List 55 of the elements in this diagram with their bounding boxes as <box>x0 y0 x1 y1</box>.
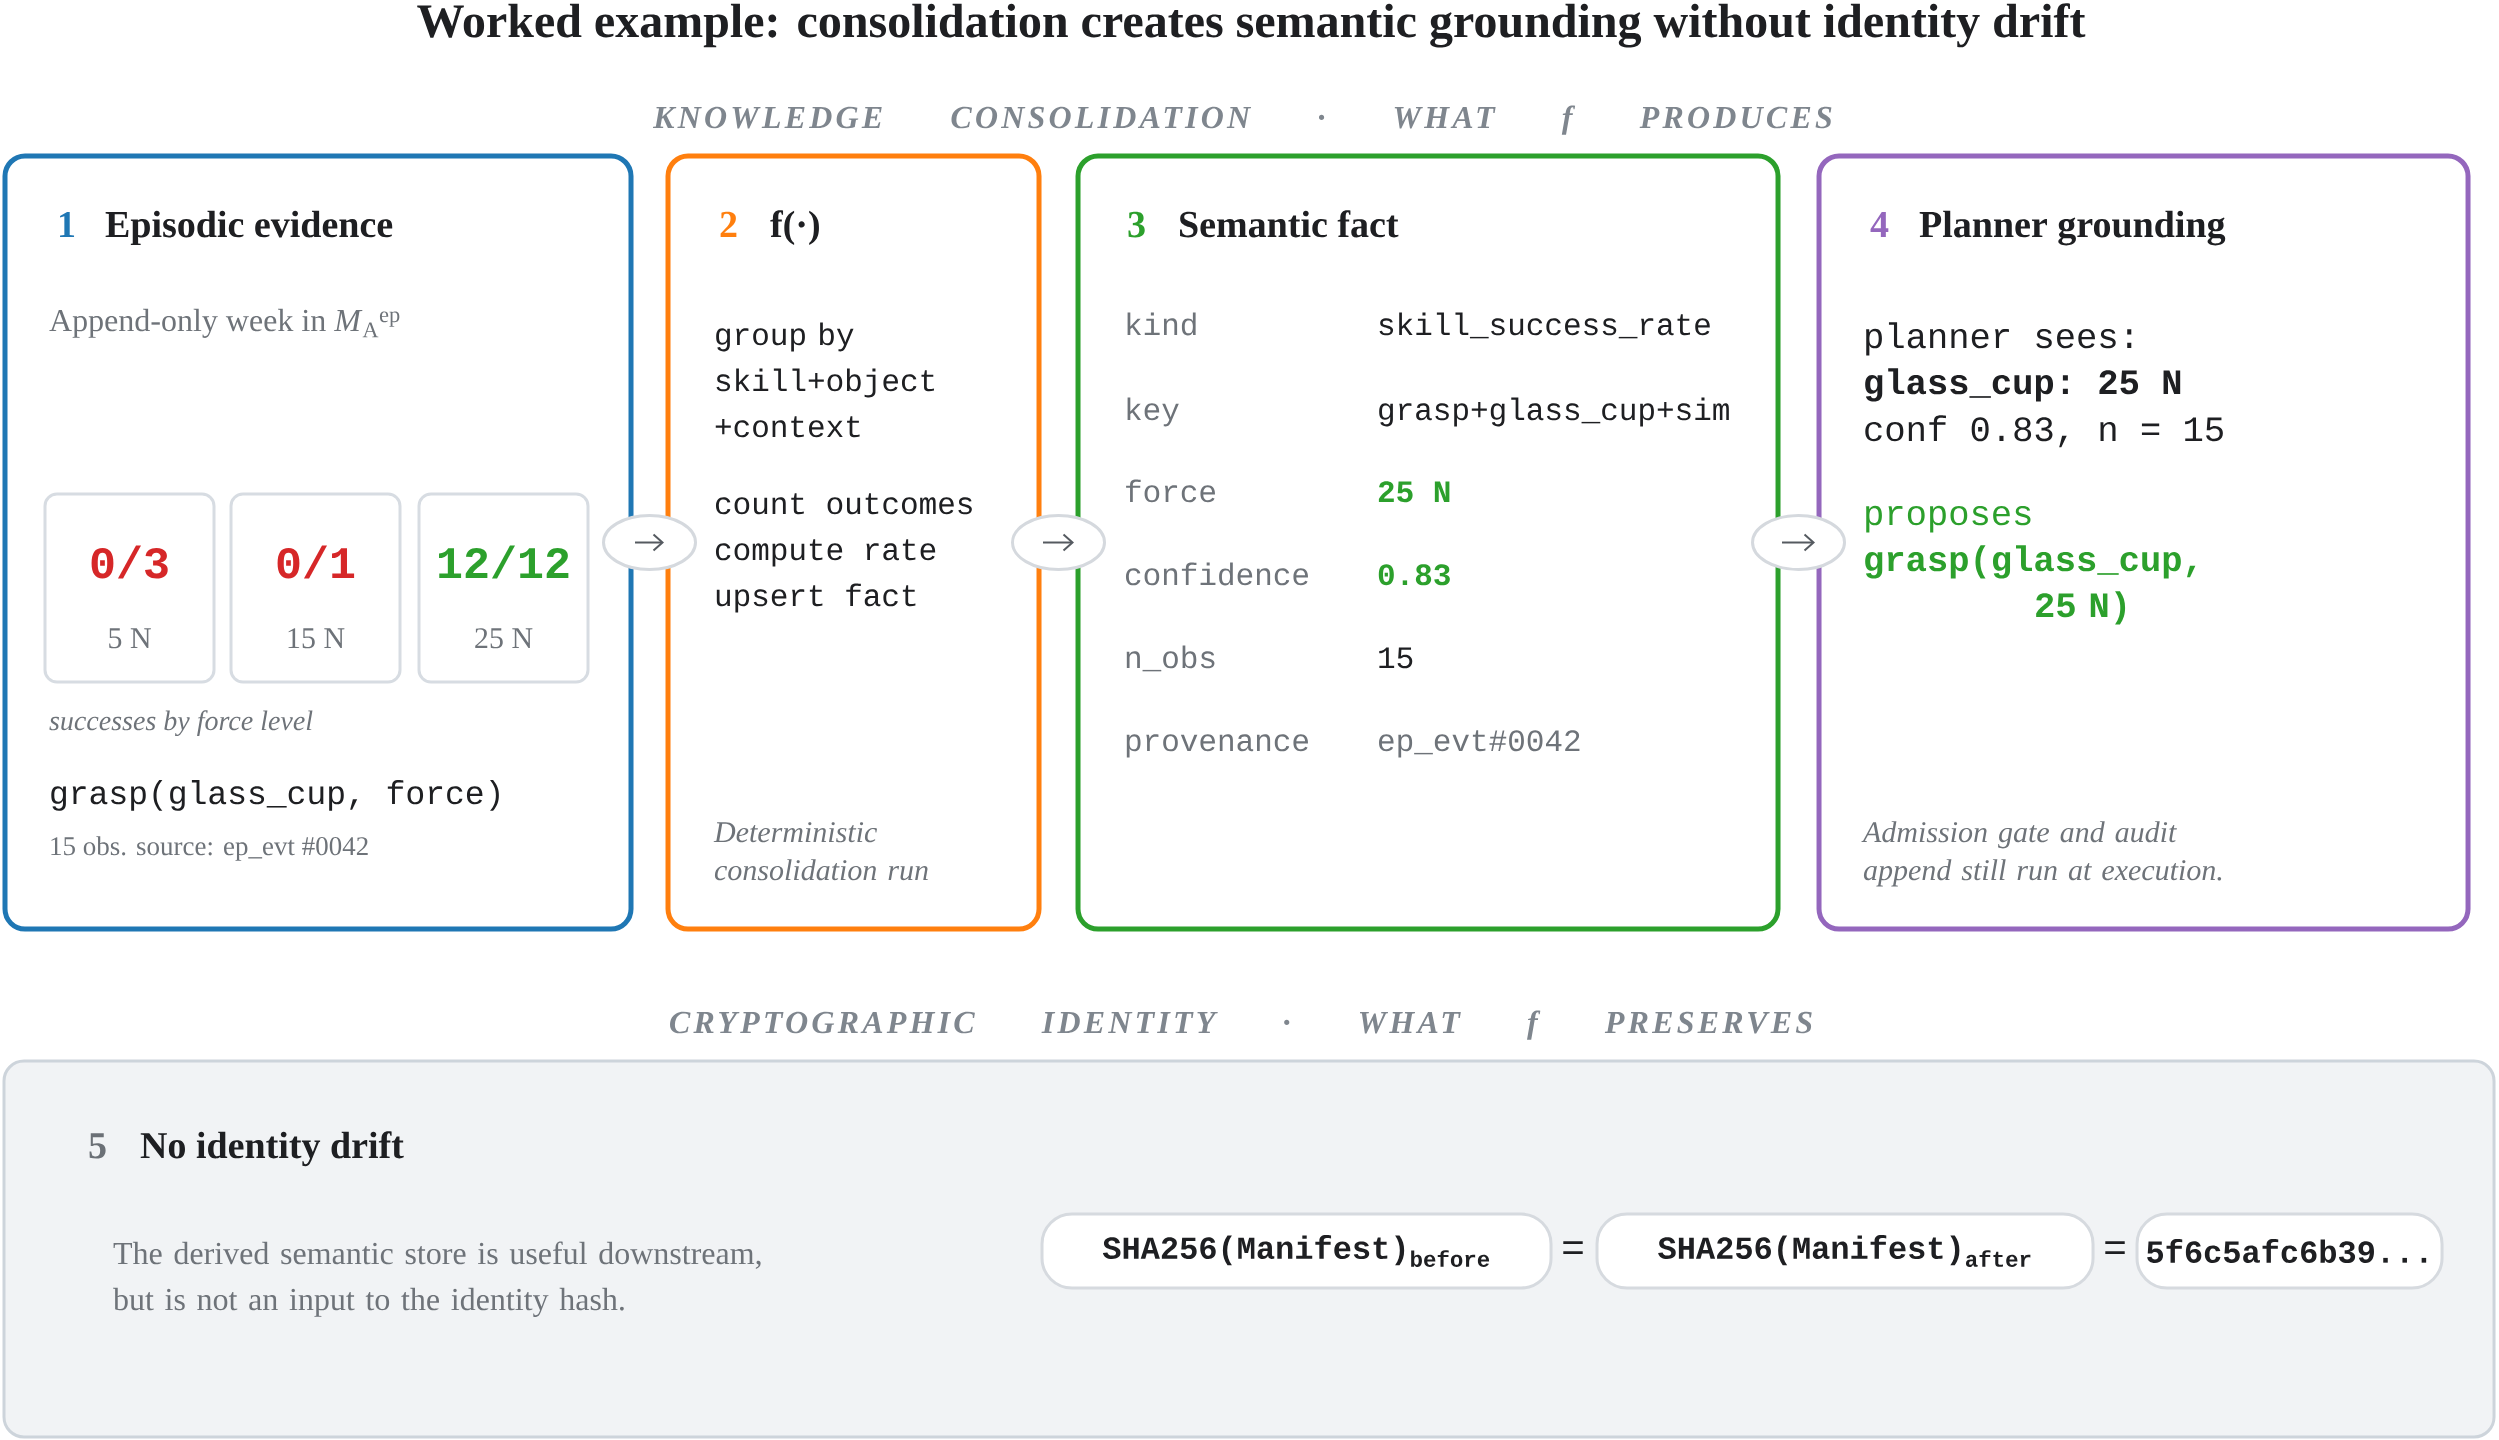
arrow <box>1011 514 1106 571</box>
field-value: skill_success_rate <box>1379 312 1710 339</box>
step-number: 3 <box>1128 211 1145 238</box>
note-text: successes by force level <box>49 710 313 737</box>
section-heading: KNOWLEDGE CONSOLIDATION · WHAT f PRODUCES <box>652 105 1832 135</box>
code-text: proposes <box>1866 505 2031 533</box>
field-value: ep_evt#0042 <box>1379 730 1580 758</box>
card-heading: Semantic fact <box>1180 210 1399 238</box>
section-heading: CRYPTOGRAPHIC IDENTITY · WHAT f PRESERVES <box>670 1010 1812 1040</box>
hash-pill: 5f6c5afc6b39... <box>2135 1212 2444 1290</box>
field-name: kind <box>1127 312 1196 336</box>
step-number: 5 <box>89 1133 106 1159</box>
code-text: grasp(glass_cup, 25 N) <box>1865 545 2196 625</box>
source-note: 15 obs. source: ep_evt #0042 <box>51 836 368 861</box>
note-text: Deterministic consolidation run <box>713 822 928 881</box>
code-text: group by skill+object +context <box>715 322 934 438</box>
equals-sign: = <box>1563 1241 1583 1255</box>
success-ratio: 0/3 <box>91 545 168 579</box>
code-text: planner sees: <box>1866 322 2132 356</box>
field-name: confidence <box>1126 562 1308 586</box>
hash-pill: SHA256(Manifest)$_{after}$ <box>1595 1212 2095 1290</box>
step-number: 1 <box>60 211 75 237</box>
force-label: 25 N <box>475 628 533 649</box>
field-name: force <box>1126 479 1215 503</box>
step-number: 4 <box>1870 212 1889 237</box>
success-ratio: 0/1 <box>277 545 355 579</box>
code-text: grasp(glass_cup, force) <box>51 780 499 811</box>
field-value: 0.83 <box>1378 564 1450 586</box>
arrow <box>602 514 697 571</box>
field-value: 15 <box>1379 647 1413 669</box>
hash-pill: SHA256(Manifest)$_{before}$ <box>1040 1212 1553 1290</box>
equals-sign: = <box>2105 1241 2125 1255</box>
code-text: conf 0.83, n = 15 <box>1865 415 2223 448</box>
arrow <box>1751 514 1847 571</box>
force-label: 5 N <box>109 628 151 649</box>
success-ratio: 12/12 <box>439 545 569 579</box>
title: Worked example: consolidation creates semantic grounding without identity drift <box>417 3 2086 48</box>
field-name: n_obs <box>1126 645 1215 672</box>
card-heading: No identity drift <box>140 1131 404 1167</box>
note-text: Admission gate and audit append still run at execution. <box>1861 821 2222 887</box>
field-value: grasp+glass_cup+sim <box>1379 397 1729 427</box>
force-label: 15 N <box>288 628 345 649</box>
code-text: upsert fact <box>716 583 916 613</box>
card-heading: Episodic evidence <box>105 210 393 246</box>
code-text: count outcomes <box>715 493 972 515</box>
code-text: glass_cup: 25 N <box>1865 368 2181 402</box>
field-name: key <box>1127 397 1179 427</box>
body-text: The derived semantic store is useful downstream, but is not an input to the identity hash. <box>113 1241 761 1317</box>
field-value: 25 N <box>1378 481 1450 503</box>
step-number: 2 <box>720 211 737 237</box>
card-heading: Planner grounding <box>1919 210 2226 246</box>
code-text: compute rate <box>715 539 936 567</box>
card-heading: f(·) <box>770 210 819 246</box>
field-name: provenance <box>1126 734 1308 758</box>
subtitle: Append-only week in M$_{A}$ep <box>49 308 400 338</box>
